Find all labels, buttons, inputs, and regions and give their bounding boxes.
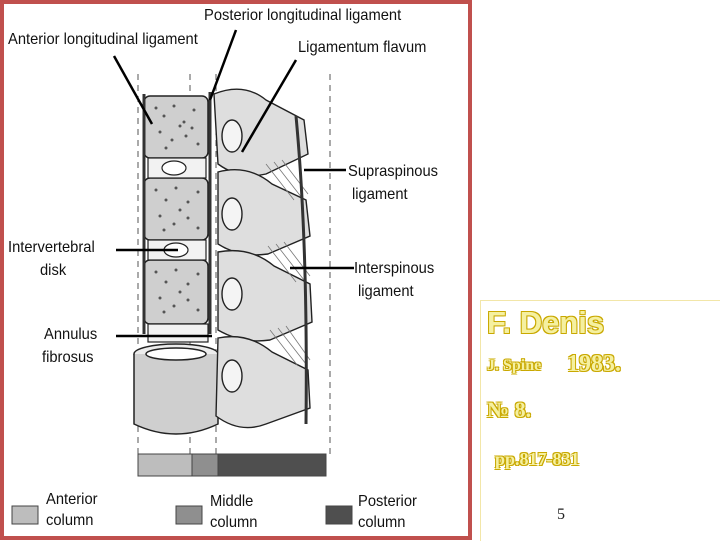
lower-vertebra (134, 344, 218, 434)
reference-box: F. Denis J. Spine 1983. № 8. pp.817-831 (480, 300, 720, 541)
reference-author: F. Denis (487, 305, 604, 341)
legend-label-middle: Middle (210, 492, 253, 511)
reference-pages: pp.817-831 (495, 449, 580, 470)
label-disk: disk (40, 261, 66, 280)
legend-label-posterior: Posterior (358, 492, 417, 511)
label-posterior-longitudinal-ligament: Posterior longitudinal ligament (204, 6, 401, 25)
label-supraspinous: Supraspinous (348, 162, 438, 181)
legend-swatch-anterior (12, 506, 38, 524)
label-fibrosus: fibrosus (42, 348, 94, 367)
label-ligamentum-flavum: Ligamentum flavum (298, 38, 426, 57)
reference-year: 1983. (567, 351, 621, 378)
label-intervertebral: Intervertebral (8, 238, 95, 257)
label-supraspinous-ligament: ligament (352, 185, 408, 204)
label-interspinous: Interspinous (354, 259, 434, 278)
legend-swatch-middle (176, 506, 202, 524)
column-bar (138, 454, 326, 476)
legend-label-middle-column: column (210, 513, 257, 532)
reference-issue: № 8. (487, 397, 531, 423)
vertebral-bodies (144, 96, 208, 324)
legend-label-anterior-column: column (46, 511, 93, 530)
reference-journal: J. Spine (487, 357, 541, 375)
label-annulus: Annulus (44, 325, 97, 344)
legend-swatch-posterior (326, 506, 352, 524)
label-interspinous-ligament: ligament (358, 282, 414, 301)
legend-label-posterior-column: column (358, 513, 405, 532)
page-number: 5 (557, 506, 565, 524)
legend-label-anterior: Anterior (46, 490, 98, 509)
label-anterior-longitudinal-ligament: Anterior longitudinal ligament (8, 30, 198, 49)
